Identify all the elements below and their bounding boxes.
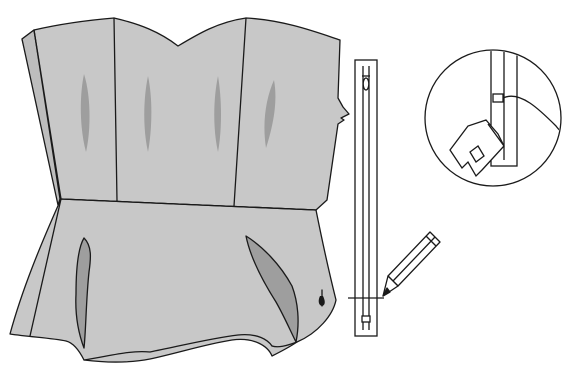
zipper-tape bbox=[355, 60, 377, 336]
upper-bodice-panel bbox=[22, 18, 349, 210]
detail-zipper-stop bbox=[493, 94, 503, 102]
pencil-ridge bbox=[393, 237, 435, 281]
zipper bbox=[348, 60, 384, 336]
magnified-zipper-detail-icon bbox=[425, 46, 563, 186]
bodice-garment bbox=[10, 18, 349, 362]
pencil-icon bbox=[383, 232, 440, 296]
zipper-bottom-stop bbox=[362, 316, 370, 322]
zipper-pull bbox=[363, 78, 369, 90]
